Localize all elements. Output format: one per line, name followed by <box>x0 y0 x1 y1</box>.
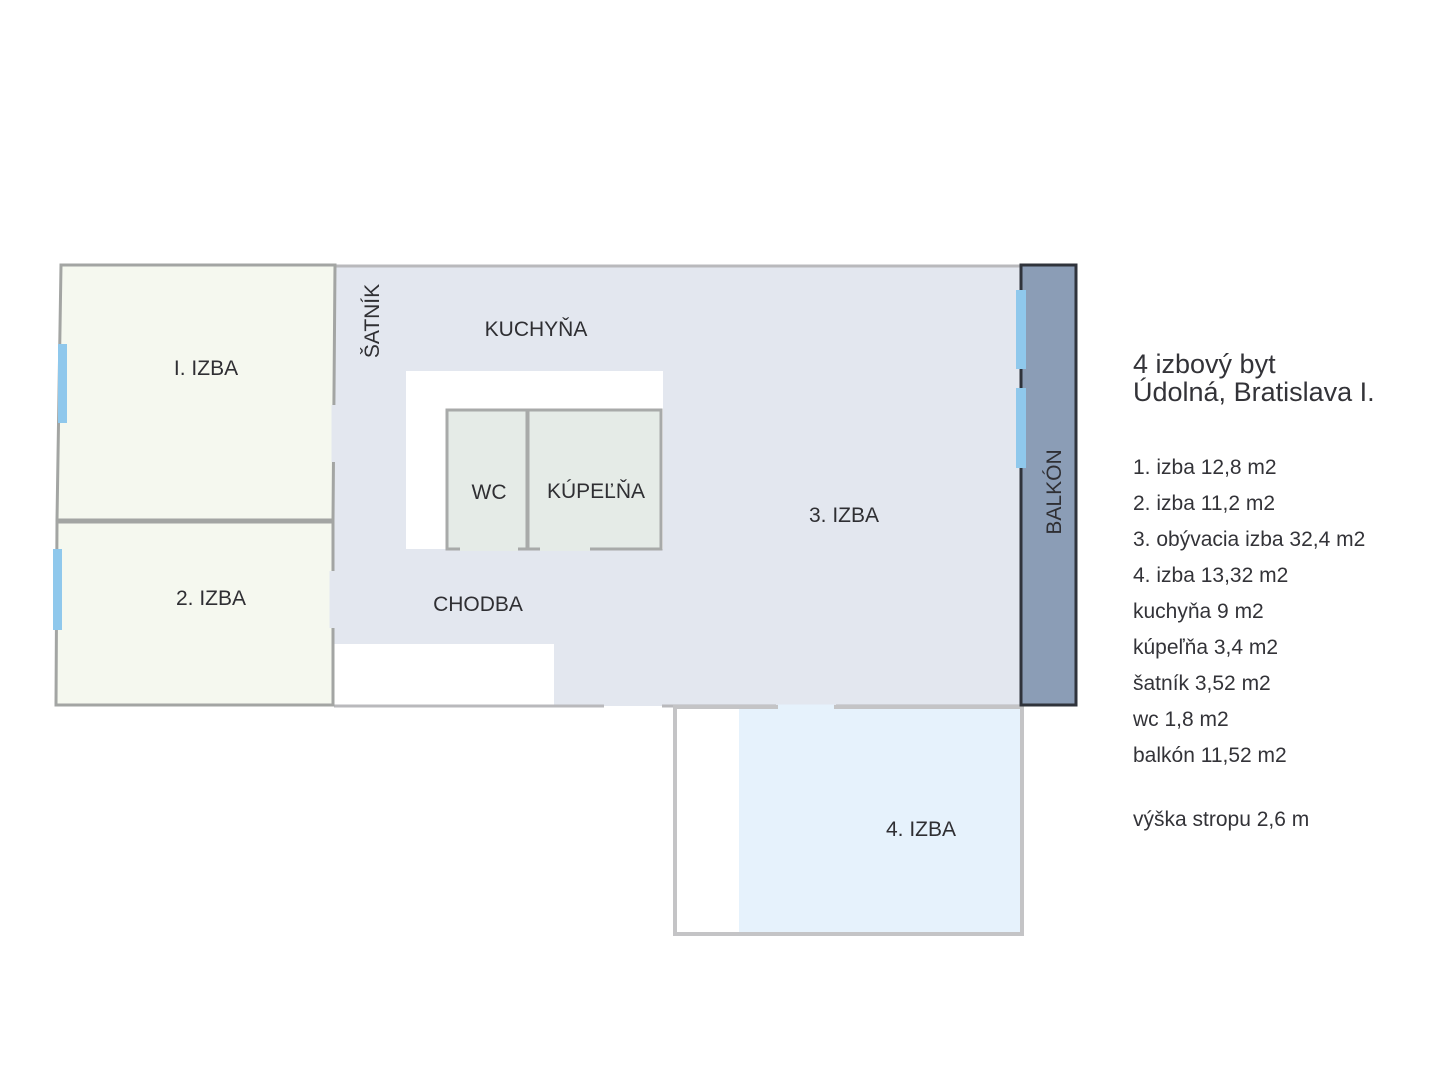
window-room-1 <box>58 344 67 423</box>
living-area-walls <box>334 264 1021 708</box>
area-item: kúpeľňa 3,4 m2 <box>1133 636 1279 659</box>
window-balcony-1 <box>1016 290 1026 369</box>
room-4 <box>739 709 1020 932</box>
label-kitchen: KUCHYŇA <box>485 318 588 341</box>
ceiling-height: výška stropu 2,6 m <box>1133 808 1310 831</box>
label-room-2: 2. IZBA <box>176 587 246 610</box>
area-list: 1. izba 12,8 m2 2. izba 11,2 m2 3. obýva… <box>1133 450 1433 774</box>
label-wardrobe: ŠATNÍK <box>361 284 384 358</box>
area-item: 2. izba 11,2 m2 <box>1133 492 1276 515</box>
room-2 <box>54 520 335 707</box>
label-room-4: 4. IZBA <box>886 818 956 841</box>
area-item: 4. izba 13,32 m2 <box>1133 564 1289 587</box>
legend-title-line-2: Údolná, Bratislava I. <box>1133 377 1375 407</box>
window-balcony-2 <box>1016 388 1026 468</box>
legend: 4 izbový byt Údolná, Bratislava I. 1. iz… <box>1133 350 1433 832</box>
area-item: kuchyňa 9 m2 <box>1133 600 1264 623</box>
area-item: 3. obývacia izba 32,4 m2 <box>1133 528 1366 551</box>
room-1 <box>55 263 337 522</box>
label-room-1: I. IZBA <box>174 357 238 380</box>
area-item: wc 1,8 m2 <box>1133 708 1229 731</box>
bathroom <box>526 408 663 551</box>
label-wc: WC <box>472 481 507 504</box>
area-item: balkón 11,52 m2 <box>1133 744 1287 767</box>
wc-room <box>445 408 529 551</box>
window-room-2 <box>53 549 62 630</box>
label-hallway: CHODBA <box>433 593 523 616</box>
label-bathroom: KÚPEĽŇA <box>547 480 645 503</box>
balcony <box>1019 263 1078 707</box>
area-item: šatník 3,52 m2 <box>1133 672 1271 695</box>
label-room-3: 3. IZBA <box>809 504 879 527</box>
area-item: 1. izba 12,8 m2 <box>1133 456 1277 479</box>
label-balcony: BALKÓN <box>1043 449 1066 534</box>
void-bottom <box>334 644 554 706</box>
legend-title-line-1: 4 izbový byt <box>1133 349 1276 379</box>
